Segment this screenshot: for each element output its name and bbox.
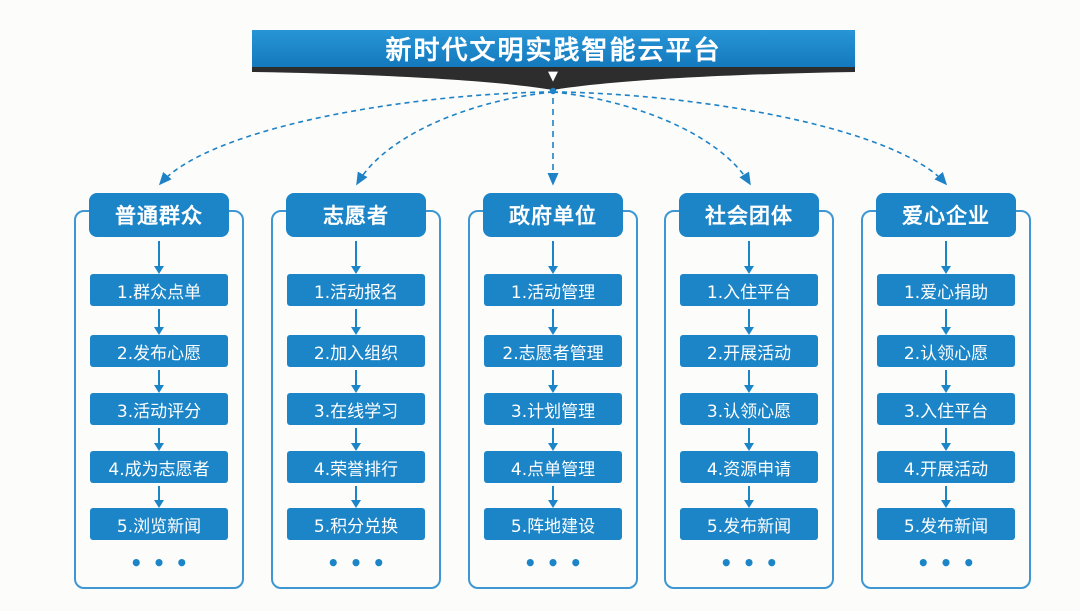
arrow-down-icon [355,309,357,327]
connector-origin-dot [549,87,557,95]
arrow-down-icon [552,486,554,500]
step-box: 3.活动评分 [90,393,228,425]
arrow-down-icon [945,309,947,327]
column-header: 社会团体 [679,193,819,237]
step-box: 2.开展活动 [680,335,818,367]
arrow-down-icon [552,309,554,327]
ellipsis-icon: ••• [916,551,986,575]
banner-taper-shape [252,66,855,90]
column-caring-enterprise: 爱心企业 1.爱心捐助 2.认领心愿 3.入住平台 4.开展活动 5.发布新闻 … [861,193,1031,589]
step-box: 5.浏览新闻 [90,508,228,540]
arrow-down-icon [945,486,947,500]
step-box: 5.阵地建设 [484,508,622,540]
step-box: 4.资源申请 [680,451,818,483]
dashed-connector-to-column-5 [552,91,948,186]
arrow-down-icon [355,241,357,266]
arrow-down-icon [355,428,357,443]
step-box: 3.在线学习 [287,393,425,425]
step-box: 1.活动报名 [287,274,425,306]
step-box: 1.入住平台 [680,274,818,306]
arrow-down-icon [158,428,160,443]
arrow-down-icon [748,486,750,500]
step-box: 2.志愿者管理 [484,335,622,367]
step-box: 5.发布新闻 [877,508,1015,540]
arrow-down-icon [945,241,947,266]
ellipsis-icon: ••• [129,551,199,575]
arrow-down-icon [552,428,554,443]
arrow-down-icon [748,428,750,443]
platform-title-banner: 新时代文明实践智能云平台 [252,30,855,67]
step-box: 1.活动管理 [484,274,622,306]
arrow-down-icon [748,370,750,385]
ellipsis-icon: ••• [719,551,789,575]
step-box: 4.点单管理 [484,451,622,483]
ellipsis-icon: ••• [523,551,593,575]
column-header: 政府单位 [483,193,623,237]
arrow-down-icon [158,486,160,500]
step-box: 2.加入组织 [287,335,425,367]
arrow-down-icon [748,309,750,327]
step-box: 4.荣誉排行 [287,451,425,483]
column-header: 普通群众 [89,193,229,237]
ellipsis-icon: ••• [326,551,396,575]
dashed-connector-to-column-2 [356,91,554,186]
step-box: 3.计划管理 [484,393,622,425]
step-box: 5.积分兑换 [287,508,425,540]
arrow-down-icon [158,309,160,327]
step-box: 1.爱心捐助 [877,274,1015,306]
step-box: 1.群众点单 [90,274,228,306]
chevron-down-icon: ▼ [548,69,558,84]
column-ordinary-public: 普通群众 1.群众点单 2.发布心愿 3.活动评分 4.成为志愿者 5.浏览新闻… [74,193,244,589]
arrow-down-icon [158,370,160,385]
column-header: 爱心企业 [876,193,1016,237]
arrow-down-icon [552,370,554,385]
arrow-down-icon [945,370,947,385]
step-box: 3.认领心愿 [680,393,818,425]
step-box: 4.开展活动 [877,451,1015,483]
step-box: 3.入住平台 [877,393,1015,425]
column-volunteer: 志愿者 1.活动报名 2.加入组织 3.在线学习 4.荣誉排行 5.积分兑换 •… [271,193,441,589]
arrow-down-icon [748,241,750,266]
step-box: 5.发布新闻 [680,508,818,540]
column-header: 志愿者 [286,193,426,237]
dashed-connector-to-column-1 [158,91,554,186]
arrow-down-icon [355,370,357,385]
step-box: 4.成为志愿者 [90,451,228,483]
dashed-connector-to-column-4 [552,91,751,186]
column-government-unit: 政府单位 1.活动管理 2.志愿者管理 3.计划管理 4.点单管理 5.阵地建设… [468,193,638,589]
step-box: 2.发布心愿 [90,335,228,367]
arrow-down-icon [552,241,554,266]
arrow-down-icon [945,428,947,443]
arrow-down-icon [158,241,160,266]
step-box: 2.认领心愿 [877,335,1015,367]
arrow-down-icon [355,486,357,500]
column-social-group: 社会团体 1.入住平台 2.开展活动 3.认领心愿 4.资源申请 5.发布新闻 … [664,193,834,589]
